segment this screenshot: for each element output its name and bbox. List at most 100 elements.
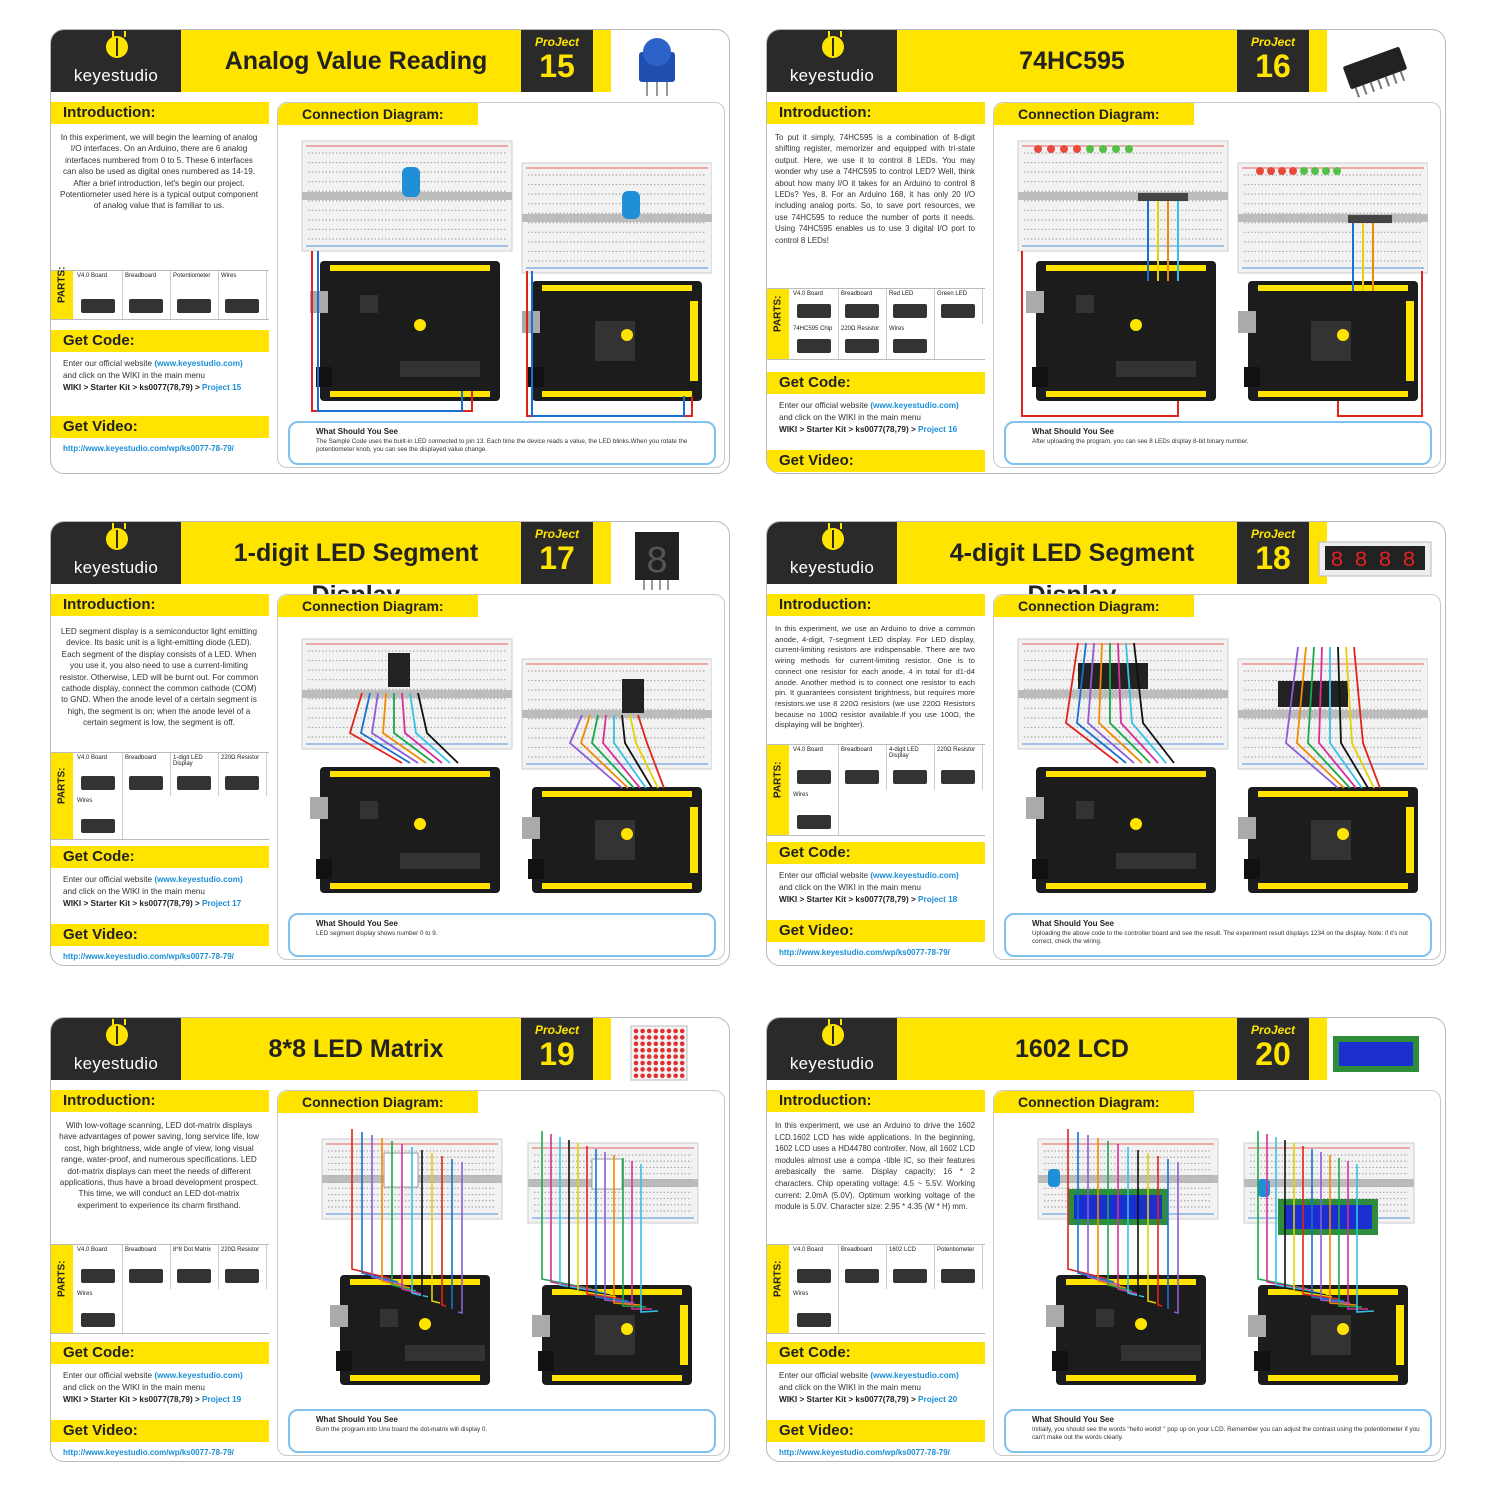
parts-label: PARTS: (51, 1245, 73, 1333)
website-link[interactable]: (www.keyestudio.com) (154, 875, 243, 884)
code-line-3: WIKI > Starter Kit > ks0077(78,79) > Pro… (779, 424, 985, 436)
code-intro: Enter our official website (63, 1371, 153, 1380)
potentiometer-icon (639, 38, 675, 96)
website-link[interactable]: (www.keyestudio.com) (870, 401, 959, 410)
part-name: 1-digit LED Display (173, 755, 203, 767)
video-link[interactable]: http://www.keyestudio.com/wp/ks0077-78-7… (779, 948, 950, 957)
website-link[interactable]: (www.keyestudio.com) (154, 1371, 243, 1380)
part-cell: V4.0 Board (791, 289, 839, 324)
project-link[interactable]: Project 17 (202, 899, 242, 908)
code-line-3: WIKI > Starter Kit > ks0077(78,79) > Pro… (63, 898, 269, 910)
ladybug-icon (106, 1019, 128, 1046)
part-picture (177, 1269, 211, 1283)
code-intro: Enter our official website (63, 359, 153, 368)
part-cell: 1-digit LED Display (171, 753, 219, 796)
part-name: V4.0 Board (77, 273, 108, 279)
part-cell: Green LED (935, 289, 983, 324)
project-label: ProJect (534, 1023, 580, 1037)
connection-heading: Connection Diagram: (278, 1091, 478, 1113)
code-line-1: Enter our official website (www.keyestud… (779, 870, 985, 882)
part-picture (797, 1269, 831, 1283)
project-link[interactable]: Project 20 (918, 1395, 958, 1404)
what-you-see-title: What Should You See (1032, 919, 1114, 928)
part-cell: Breadboard (839, 1245, 887, 1289)
part-cell: 220Ω Resistor (219, 1245, 267, 1289)
part-picture (177, 299, 211, 313)
get-code-heading: Get Code: (767, 372, 985, 394)
introduction-heading: Introduction: (51, 594, 269, 616)
parts-label-text: PARTS: (56, 266, 68, 303)
part-picture (893, 1269, 927, 1283)
part-picture (893, 304, 927, 318)
code-line-2: and click on the WIKI in the main menu (63, 371, 205, 380)
ic-chip-icon (1343, 47, 1407, 98)
part-picture (81, 1269, 115, 1283)
video-link[interactable]: http://www.keyestudio.com/wp/ks0077-78-7… (63, 952, 234, 961)
brand-name: keyestudio (73, 1054, 159, 1073)
part-cell: V4.0 Board (75, 1245, 123, 1289)
video-link[interactable]: http://www.keyestudio.com/wp/ks0077-78-7… (779, 1448, 950, 1457)
parts-label: PARTS: (767, 289, 789, 359)
left-column: Introduction:In this experiment, we will… (51, 102, 269, 462)
introduction-text: With low-voltage scanning, LED dot-matri… (59, 1121, 259, 1210)
project-link[interactable]: Project 18 (918, 895, 958, 904)
what-you-see-title: What Should You See (1032, 1415, 1114, 1424)
project-number: 19 (539, 1036, 575, 1072)
part-picture (797, 815, 831, 829)
part-cell: Wires (219, 271, 267, 319)
website-link[interactable]: (www.keyestudio.com) (154, 359, 243, 368)
website-link[interactable]: (www.keyestudio.com) (870, 871, 959, 880)
website-link[interactable]: (www.keyestudio.com) (870, 1371, 959, 1380)
video-link[interactable]: http://www.keyestudio.com/wp/ks0077-78-7… (63, 444, 234, 453)
code-line-3: WIKI > Starter Kit > ks0077(78,79) > Pro… (63, 382, 269, 394)
svg-text:8: 8 (1354, 548, 1367, 573)
part-cell: V4.0 Board (75, 271, 123, 319)
get-code-text: Enter our official website (www.keyestud… (63, 358, 269, 394)
video-link[interactable]: http://www.keyestudio.com/wp/ks0077-78-7… (63, 1448, 234, 1457)
left-column: Introduction:To put it simply, 74HC595 i… (767, 102, 985, 472)
connection-diagram (301, 140, 712, 417)
keyestudio-logo: keyestudio (767, 522, 897, 584)
get-video-heading: Get Video: (767, 1420, 985, 1442)
project-link[interactable]: Project 16 (918, 425, 958, 434)
keyestudio-logo: keyestudio (767, 30, 897, 92)
get-video-heading: Get Video: (51, 416, 269, 438)
what-you-see-text: Initially, you should see the words "hel… (1032, 1426, 1420, 1441)
part-cell: Wires (791, 790, 839, 835)
seven-segment-icon: 8 (635, 532, 679, 590)
connection-heading: Connection Diagram: (994, 103, 1194, 125)
part-name: Breadboard (841, 291, 873, 297)
part-picture (81, 819, 115, 833)
part-picture (845, 1269, 879, 1283)
brand-name: keyestudio (73, 558, 159, 577)
introduction-text: In this experiment, we will begin the le… (60, 133, 258, 211)
project-link[interactable]: Project 19 (202, 1395, 242, 1404)
part-name: Wires (77, 1291, 93, 1297)
part-name: Wires (793, 792, 809, 798)
part-name: Breadboard (125, 273, 157, 279)
part-name: Potentiometer (937, 1247, 975, 1253)
brand-name: keyestudio (789, 66, 875, 85)
code-line-2: and click on the WIKI in the main menu (779, 413, 921, 422)
project-link[interactable]: Project 15 (202, 383, 242, 392)
connection-diagram (301, 638, 712, 893)
get-video-heading: Get Video: (51, 924, 269, 946)
part-cell: Breadboard (123, 271, 171, 319)
wiki-path: WIKI > Starter Kit > ks0077(78,79) > (63, 383, 200, 392)
parts-label: PARTS: (51, 753, 73, 839)
parts-label-text: PARTS: (772, 761, 784, 798)
